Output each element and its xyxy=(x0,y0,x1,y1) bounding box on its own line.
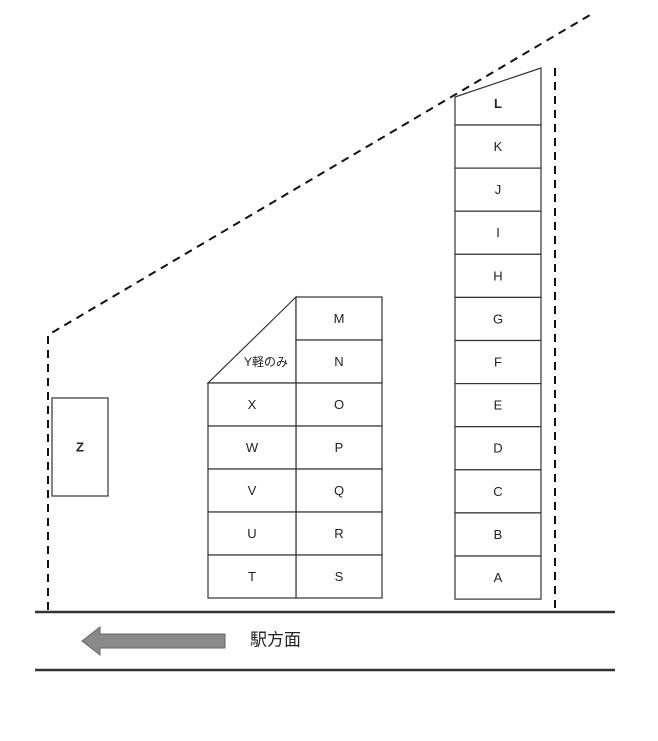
parking-space-b[interactable] xyxy=(454,512,542,557)
parking-space-z[interactable] xyxy=(51,397,109,497)
space-label-s: S xyxy=(335,569,344,584)
parking-space-x[interactable] xyxy=(207,382,297,427)
space-label-f: F xyxy=(494,354,502,369)
space-label-d: D xyxy=(493,441,502,456)
space-label-l: L xyxy=(494,96,502,111)
parking-space-t[interactable] xyxy=(207,554,297,599)
parking-space-g[interactable] xyxy=(454,296,542,342)
space-label-t: T xyxy=(248,569,256,584)
parking-space-d[interactable] xyxy=(454,426,542,471)
space-label-p: P xyxy=(335,440,344,455)
space-label-m: M xyxy=(334,311,345,326)
direction-arrow-icon xyxy=(81,625,226,657)
space-label-r: R xyxy=(334,526,343,541)
parking-space-w[interactable] xyxy=(207,425,297,470)
space-label-u: U xyxy=(247,526,256,541)
parking-space-i[interactable] xyxy=(454,210,542,255)
parking-space-e[interactable] xyxy=(454,383,542,428)
space-label-k: K xyxy=(494,139,503,154)
parking-space-y[interactable] xyxy=(206,295,297,384)
space-label-c: C xyxy=(493,484,502,499)
space-label-b: B xyxy=(494,527,503,542)
parking-space-f[interactable] xyxy=(454,339,542,385)
parking-space-v[interactable] xyxy=(207,468,297,513)
space-label-n: N xyxy=(334,354,343,369)
space-label-e: E xyxy=(494,398,503,413)
parking-space-o[interactable] xyxy=(295,382,383,427)
space-label-g: G xyxy=(493,311,503,326)
space-label-o: O xyxy=(334,397,344,412)
space-label-x: X xyxy=(248,397,257,412)
space-label-i: I xyxy=(496,225,500,240)
space-label-w: W xyxy=(246,440,259,455)
parking-space-q[interactable] xyxy=(295,468,383,513)
space-label-a: A xyxy=(494,570,503,585)
parking-space-p[interactable] xyxy=(295,425,383,470)
space-label-y: Y軽のみ xyxy=(244,355,288,369)
parking-space-h[interactable] xyxy=(454,253,542,299)
direction-label: 駅方面 xyxy=(250,631,301,651)
parking-space-a[interactable] xyxy=(454,555,542,600)
parking-space-k[interactable] xyxy=(454,124,542,169)
space-label-h: H xyxy=(493,268,502,283)
space-label-j: J xyxy=(495,182,502,197)
space-label-v: V xyxy=(248,483,257,498)
parking-space-r[interactable] xyxy=(295,511,383,556)
lot-boundary-left xyxy=(47,14,591,610)
space-label-z: Z xyxy=(76,439,84,454)
parking-space-s[interactable] xyxy=(295,554,383,599)
space-label-q: Q xyxy=(334,483,344,498)
